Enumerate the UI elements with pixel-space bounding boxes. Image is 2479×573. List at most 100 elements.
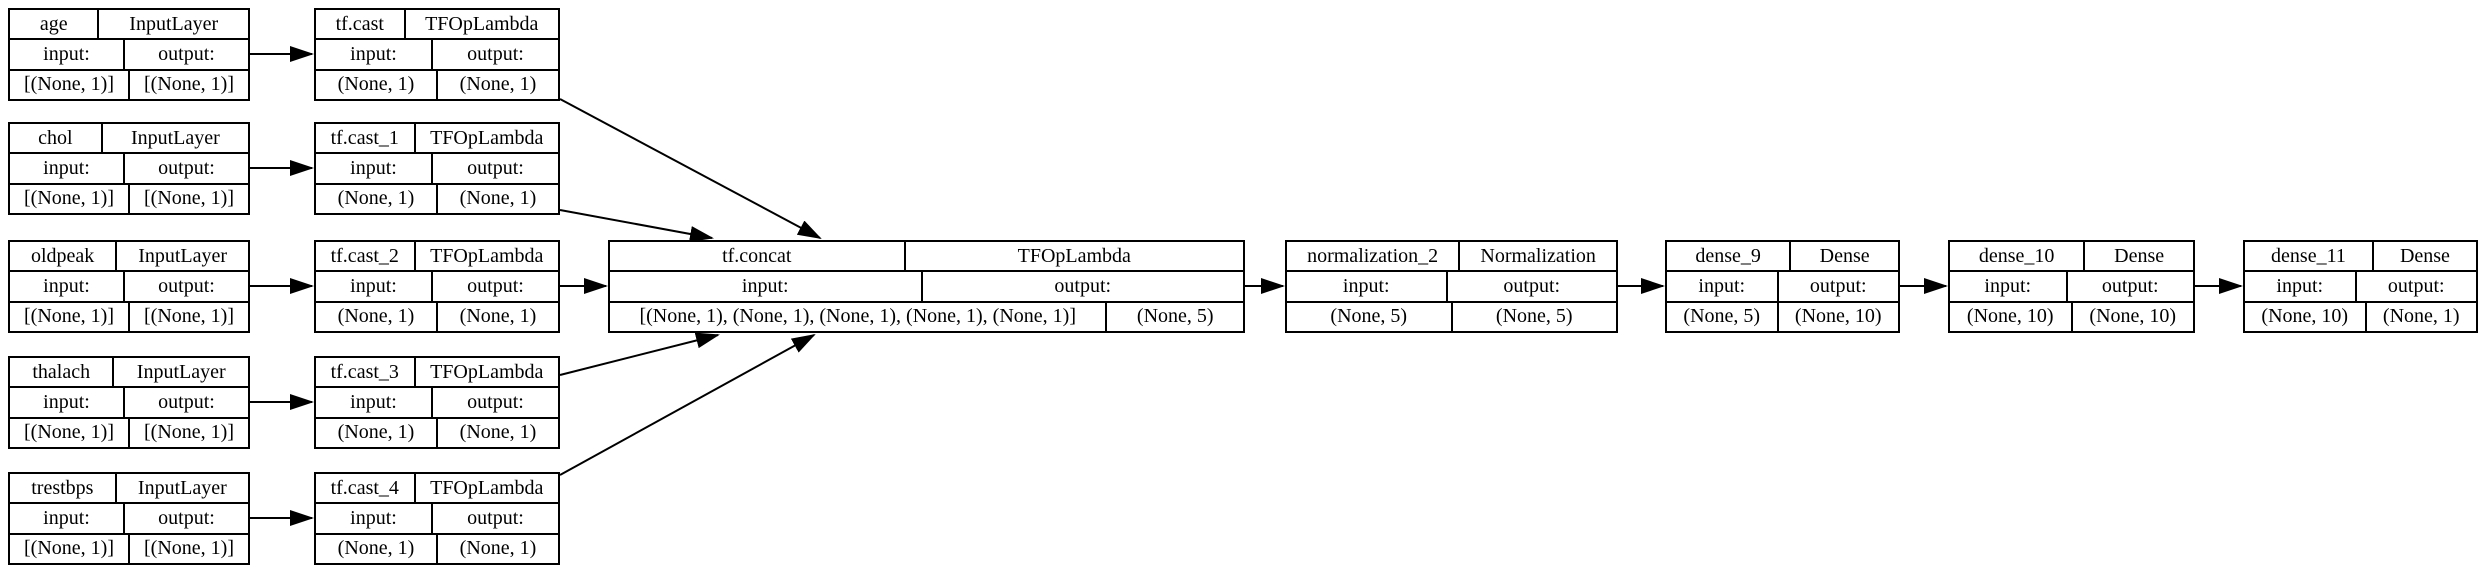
node-io-label-row: input: output: (316, 270, 558, 301)
node-io-label-row: input: output: (10, 38, 248, 69)
node-header-row: tf.concat TFOpLambda (610, 242, 1243, 271)
node-io-label-row: input: output: (2245, 270, 2477, 301)
input-shape: [(None, 1)] (24, 187, 114, 210)
node-normalization-2: normalization_2 Normalization input: out… (1285, 240, 1618, 333)
output-label: output: (431, 272, 558, 301)
input-label: input: (1698, 274, 1746, 297)
input-shape: [(None, 1)] (24, 537, 114, 560)
layer-name: normalization_2 (1307, 244, 1439, 267)
input-label: input: (43, 506, 90, 529)
output-label: output: (431, 388, 558, 417)
node-shape-row: (None, 5) (None, 5) (1287, 300, 1617, 331)
node-thalach: thalach InputLayer input: output: [(None… (8, 356, 250, 449)
layer-type: InputLayer (97, 10, 248, 39)
layer-type: Normalization (1458, 242, 1616, 271)
input-shape: (None, 1) (337, 305, 415, 328)
layer-name: tf.cast (335, 12, 384, 35)
layer-type: InputLayer (115, 242, 248, 271)
node-chol: chol InputLayer input: output: [(None, 1… (8, 122, 250, 215)
input-label: input: (43, 274, 90, 297)
input-label: input: (43, 156, 90, 179)
edge-tf_cast_4-to-tf_concat (559, 334, 816, 476)
layer-type: InputLayer (112, 358, 248, 387)
node-header-row: tf.cast_1 TFOpLambda (316, 124, 559, 153)
output-label: output: (1445, 272, 1617, 301)
input-label: input: (350, 274, 397, 297)
node-header-row: tf.cast_4 TFOpLambda (316, 474, 559, 503)
output-shape: (None, 1) (436, 418, 558, 447)
output-shape: [(None, 1)] (128, 418, 248, 447)
layer-type: TFOpLambda (903, 242, 1243, 271)
output-shape: (None, 1) (436, 70, 558, 99)
node-shape-row: [(None, 1)] [(None, 1)] (10, 532, 248, 563)
input-shape: (None, 10) (2261, 305, 2349, 328)
output-shape: [(None, 1)] (128, 184, 248, 213)
output-label: output: (431, 154, 558, 183)
layer-type: InputLayer (100, 124, 248, 153)
node-shape-row: (None, 1) (None, 1) (316, 300, 558, 331)
node-dense-11: dense_11 Dense input: output: (None, 10)… (2243, 240, 2478, 333)
input-shape: (None, 1) (337, 537, 415, 560)
layer-name: tf.cast_3 (330, 360, 399, 383)
node-io-label-row: input: output: (10, 502, 248, 533)
node-shape-row: [(None, 1)] [(None, 1)] (10, 182, 248, 213)
node-header-row: tf.cast_3 TFOpLambda (316, 358, 558, 387)
node-shape-row: (None, 1) (None, 1) (316, 532, 558, 563)
output-shape: (None, 5) (1105, 302, 1243, 331)
node-io-label-row: input: output: (316, 38, 558, 69)
node-io-label-row: input: output: (1287, 270, 1617, 301)
output-label: output: (123, 40, 248, 69)
output-shape: (None, 1) (436, 302, 558, 331)
node-io-label-row: input: output: (316, 152, 558, 183)
output-shape: (None, 5) (1450, 302, 1617, 331)
node-io-label-row: input: output: (316, 502, 558, 533)
node-dense-9: dense_9 Dense input: output: (None, 5) (… (1665, 240, 1900, 333)
node-io-label-row: input: output: (1950, 270, 2194, 301)
edge-tf_cast_3-to-tf_concat (559, 332, 720, 376)
layer-name: dense_10 (1978, 244, 2055, 267)
layer-type: TFOpLambda (413, 474, 559, 503)
input-label: input: (1984, 274, 2032, 297)
output-shape: (None, 10) (2070, 302, 2194, 331)
layer-name: tf.concat (722, 244, 792, 267)
output-label: output: (123, 154, 248, 183)
output-shape: [(None, 1)] (128, 70, 248, 99)
layer-type: Dense (2371, 242, 2476, 271)
layer-name: chol (38, 126, 73, 149)
node-dense-10: dense_10 Dense input: output: (None, 10)… (1948, 240, 2195, 333)
node-tf-cast: tf.cast TFOpLambda input: output: (None,… (314, 8, 560, 101)
input-shape: (None, 1) (337, 187, 415, 210)
node-tf-cast-4: tf.cast_4 TFOpLambda input: output: (Non… (314, 472, 560, 565)
node-age: age InputLayer input: output: [(None, 1)… (8, 8, 250, 101)
node-io-label-row: input: output: (316, 386, 558, 417)
node-io-label-row: input: output: (1667, 270, 1898, 301)
node-header-row: trestbps InputLayer (10, 474, 248, 503)
node-io-label-row: input: output: (610, 270, 1243, 301)
node-header-row: age InputLayer (10, 10, 248, 39)
output-shape: (None, 1) (436, 184, 558, 213)
output-label: output: (2354, 272, 2477, 301)
node-io-label-row: input: output: (10, 270, 248, 301)
input-shape: (None, 5) (1683, 305, 1761, 328)
edge-tf_cast-to-tf_concat (559, 98, 822, 239)
edges-group (250, 46, 2243, 526)
output-label: output: (431, 40, 558, 69)
node-tf-cast-2: tf.cast_2 TFOpLambda input: output: (Non… (314, 240, 560, 333)
node-header-row: dense_9 Dense (1667, 242, 1898, 271)
output-label: output: (2065, 272, 2194, 301)
node-shape-row: (None, 5) (None, 10) (1667, 300, 1898, 331)
input-shape: (None, 10) (1966, 305, 2054, 328)
input-shape: [(None, 1), (None, 1), (None, 1), (None,… (639, 305, 1076, 328)
input-shape: (None, 1) (337, 73, 415, 96)
node-header-row: chol InputLayer (10, 124, 248, 153)
layer-name: tf.cast_2 (330, 244, 399, 267)
input-label: input: (350, 156, 397, 179)
layer-type: TFOpLambda (413, 124, 559, 153)
input-label: input: (741, 274, 789, 297)
node-shape-row: [(None, 1)] [(None, 1)] (10, 68, 248, 99)
input-label: input: (350, 506, 397, 529)
input-shape: [(None, 1)] (24, 305, 114, 328)
node-shape-row: (None, 1) (None, 1) (316, 416, 558, 447)
